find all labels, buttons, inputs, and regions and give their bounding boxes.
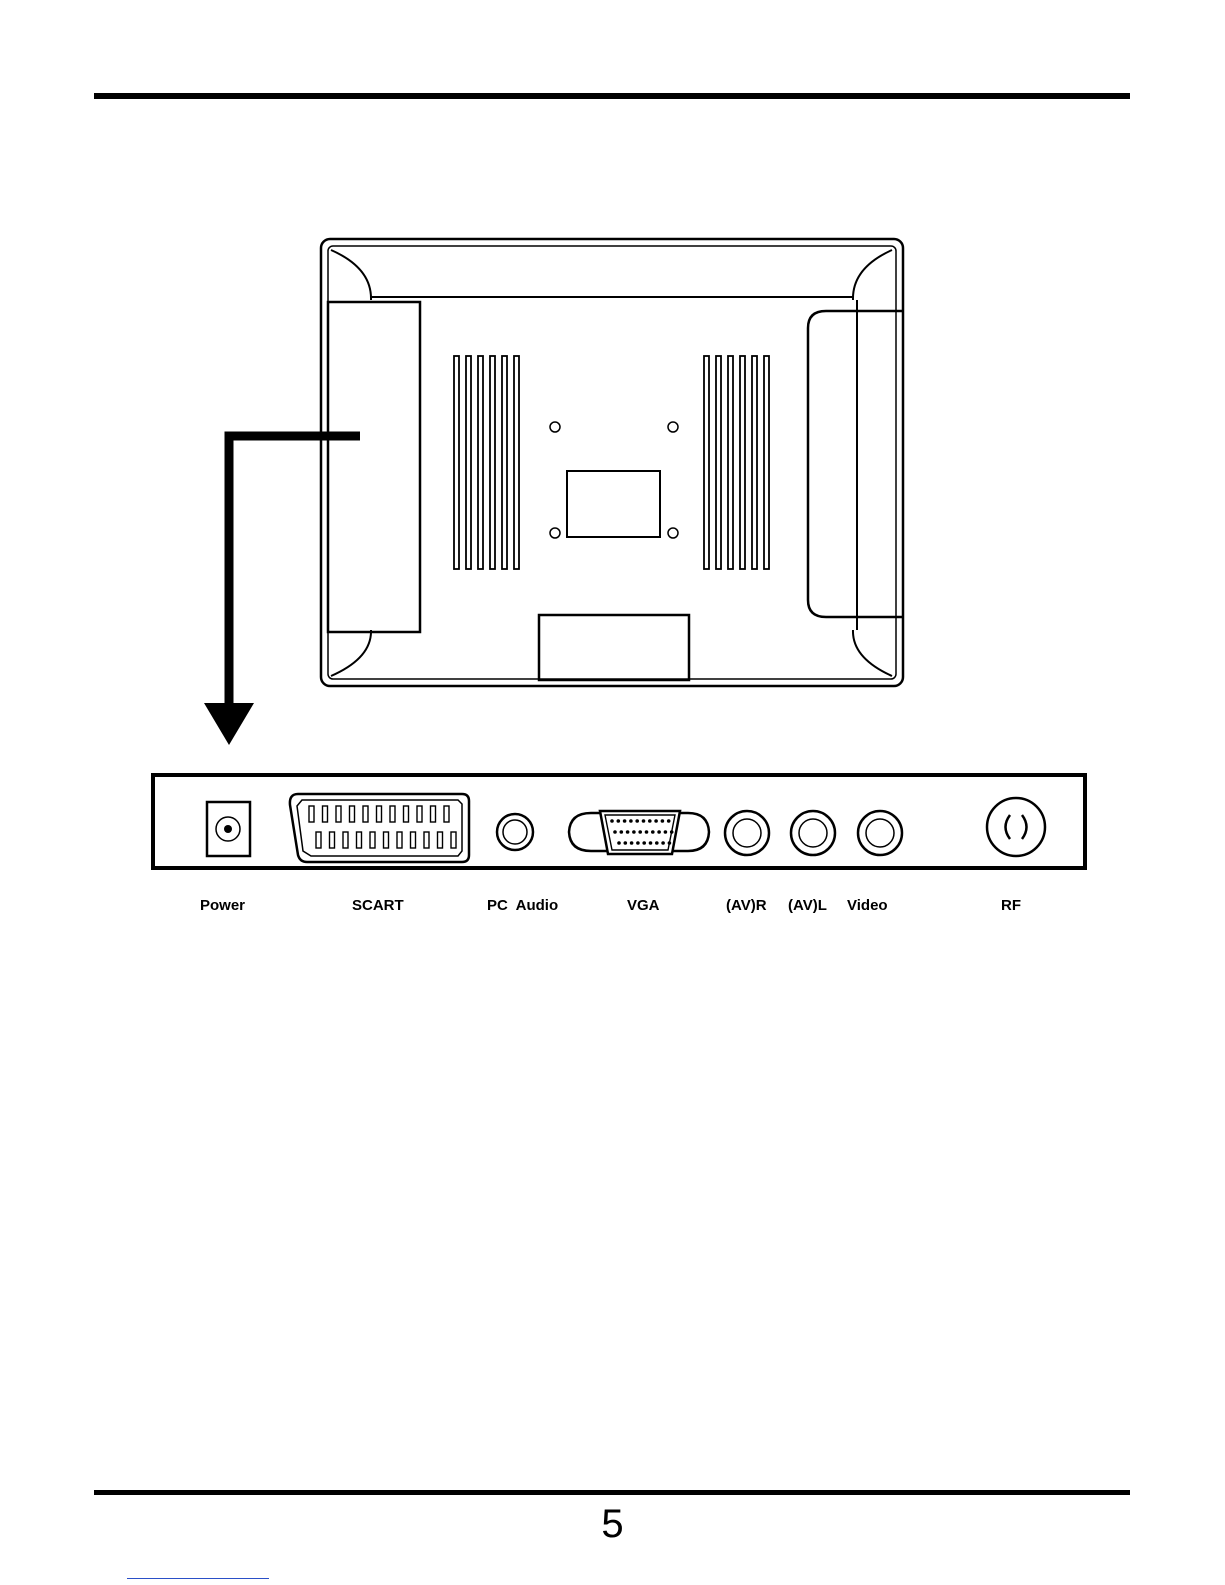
- port-label-av-r: (AV)R: [726, 897, 767, 914]
- scart-pin: [323, 806, 328, 822]
- rf-connector: [987, 798, 1045, 856]
- scart-pin: [431, 806, 436, 822]
- port-label-vga: VGA: [627, 897, 660, 914]
- scart-pin: [309, 806, 314, 822]
- vga-pin: [635, 819, 639, 823]
- port-label-video: Video: [847, 897, 888, 914]
- vga-pin: [617, 819, 621, 823]
- scart-pin: [438, 832, 443, 848]
- left-vent-slots: [454, 356, 519, 569]
- av-r-jack: [725, 811, 769, 855]
- scart-pin: [336, 806, 341, 822]
- vga-pin: [636, 841, 640, 845]
- vga-pin: [617, 841, 621, 845]
- scart-pin: [370, 832, 375, 848]
- scart-pin: [451, 832, 456, 848]
- footer-link-underline: [127, 1578, 269, 1579]
- power-jack: [207, 802, 250, 856]
- vga-pin: [657, 830, 661, 834]
- vga-pin: [670, 830, 674, 834]
- vga-pin: [630, 841, 634, 845]
- connector-panel: [153, 775, 1085, 868]
- scart-pin: [444, 806, 449, 822]
- scart-pin: [417, 806, 422, 822]
- port-label-scart: SCART: [352, 897, 404, 914]
- port-label-power: Power: [200, 897, 245, 914]
- vga-pin: [613, 830, 617, 834]
- vga-pin: [620, 830, 624, 834]
- vga-pin: [626, 830, 630, 834]
- scart-pin: [350, 806, 355, 822]
- vga-pin: [645, 830, 649, 834]
- video-jack: [858, 811, 902, 855]
- vga-pin: [661, 819, 665, 823]
- pointer-arrow: [204, 436, 360, 745]
- tv-back-panel: [321, 239, 903, 686]
- scart-pin: [363, 806, 368, 822]
- vga-pin: [632, 830, 636, 834]
- port-label-pc-audio: PC Audio: [487, 897, 558, 914]
- tv-rear-diagram: [0, 0, 1225, 1000]
- scart-pin: [357, 832, 362, 848]
- pc-audio-jack: [497, 814, 533, 850]
- vga-pin: [629, 819, 633, 823]
- scart-pin: [377, 806, 382, 822]
- vga-connector: [569, 811, 709, 854]
- vga-pin: [654, 819, 658, 823]
- vga-pin: [624, 841, 628, 845]
- scart-pin: [316, 832, 321, 848]
- scart-pin: [343, 832, 348, 848]
- vga-pin: [668, 841, 672, 845]
- port-label-av-l: (AV)L: [788, 897, 827, 914]
- scart-pin: [390, 806, 395, 822]
- vga-pin: [648, 819, 652, 823]
- vga-pin: [610, 819, 614, 823]
- port-label-rf: RF: [1001, 897, 1021, 914]
- bottom-rule: [94, 1490, 1130, 1495]
- scart-pin: [404, 806, 409, 822]
- vga-pin: [623, 819, 627, 823]
- page-number: 5: [0, 1500, 1225, 1548]
- vga-pin: [642, 819, 646, 823]
- scart-pin: [397, 832, 402, 848]
- vga-pin: [642, 841, 646, 845]
- vga-pin: [664, 830, 668, 834]
- vga-pin: [655, 841, 659, 845]
- scart-pin: [384, 832, 389, 848]
- vga-pin: [651, 830, 655, 834]
- scart-pin: [411, 832, 416, 848]
- vga-pin: [649, 841, 653, 845]
- scart-connector: [290, 794, 469, 862]
- scart-pin: [424, 832, 429, 848]
- vga-pin: [638, 830, 642, 834]
- scart-pin: [330, 832, 335, 848]
- right-vent-slots: [704, 356, 769, 569]
- av-l-jack: [791, 811, 835, 855]
- vga-pin: [661, 841, 665, 845]
- vga-pin: [667, 819, 671, 823]
